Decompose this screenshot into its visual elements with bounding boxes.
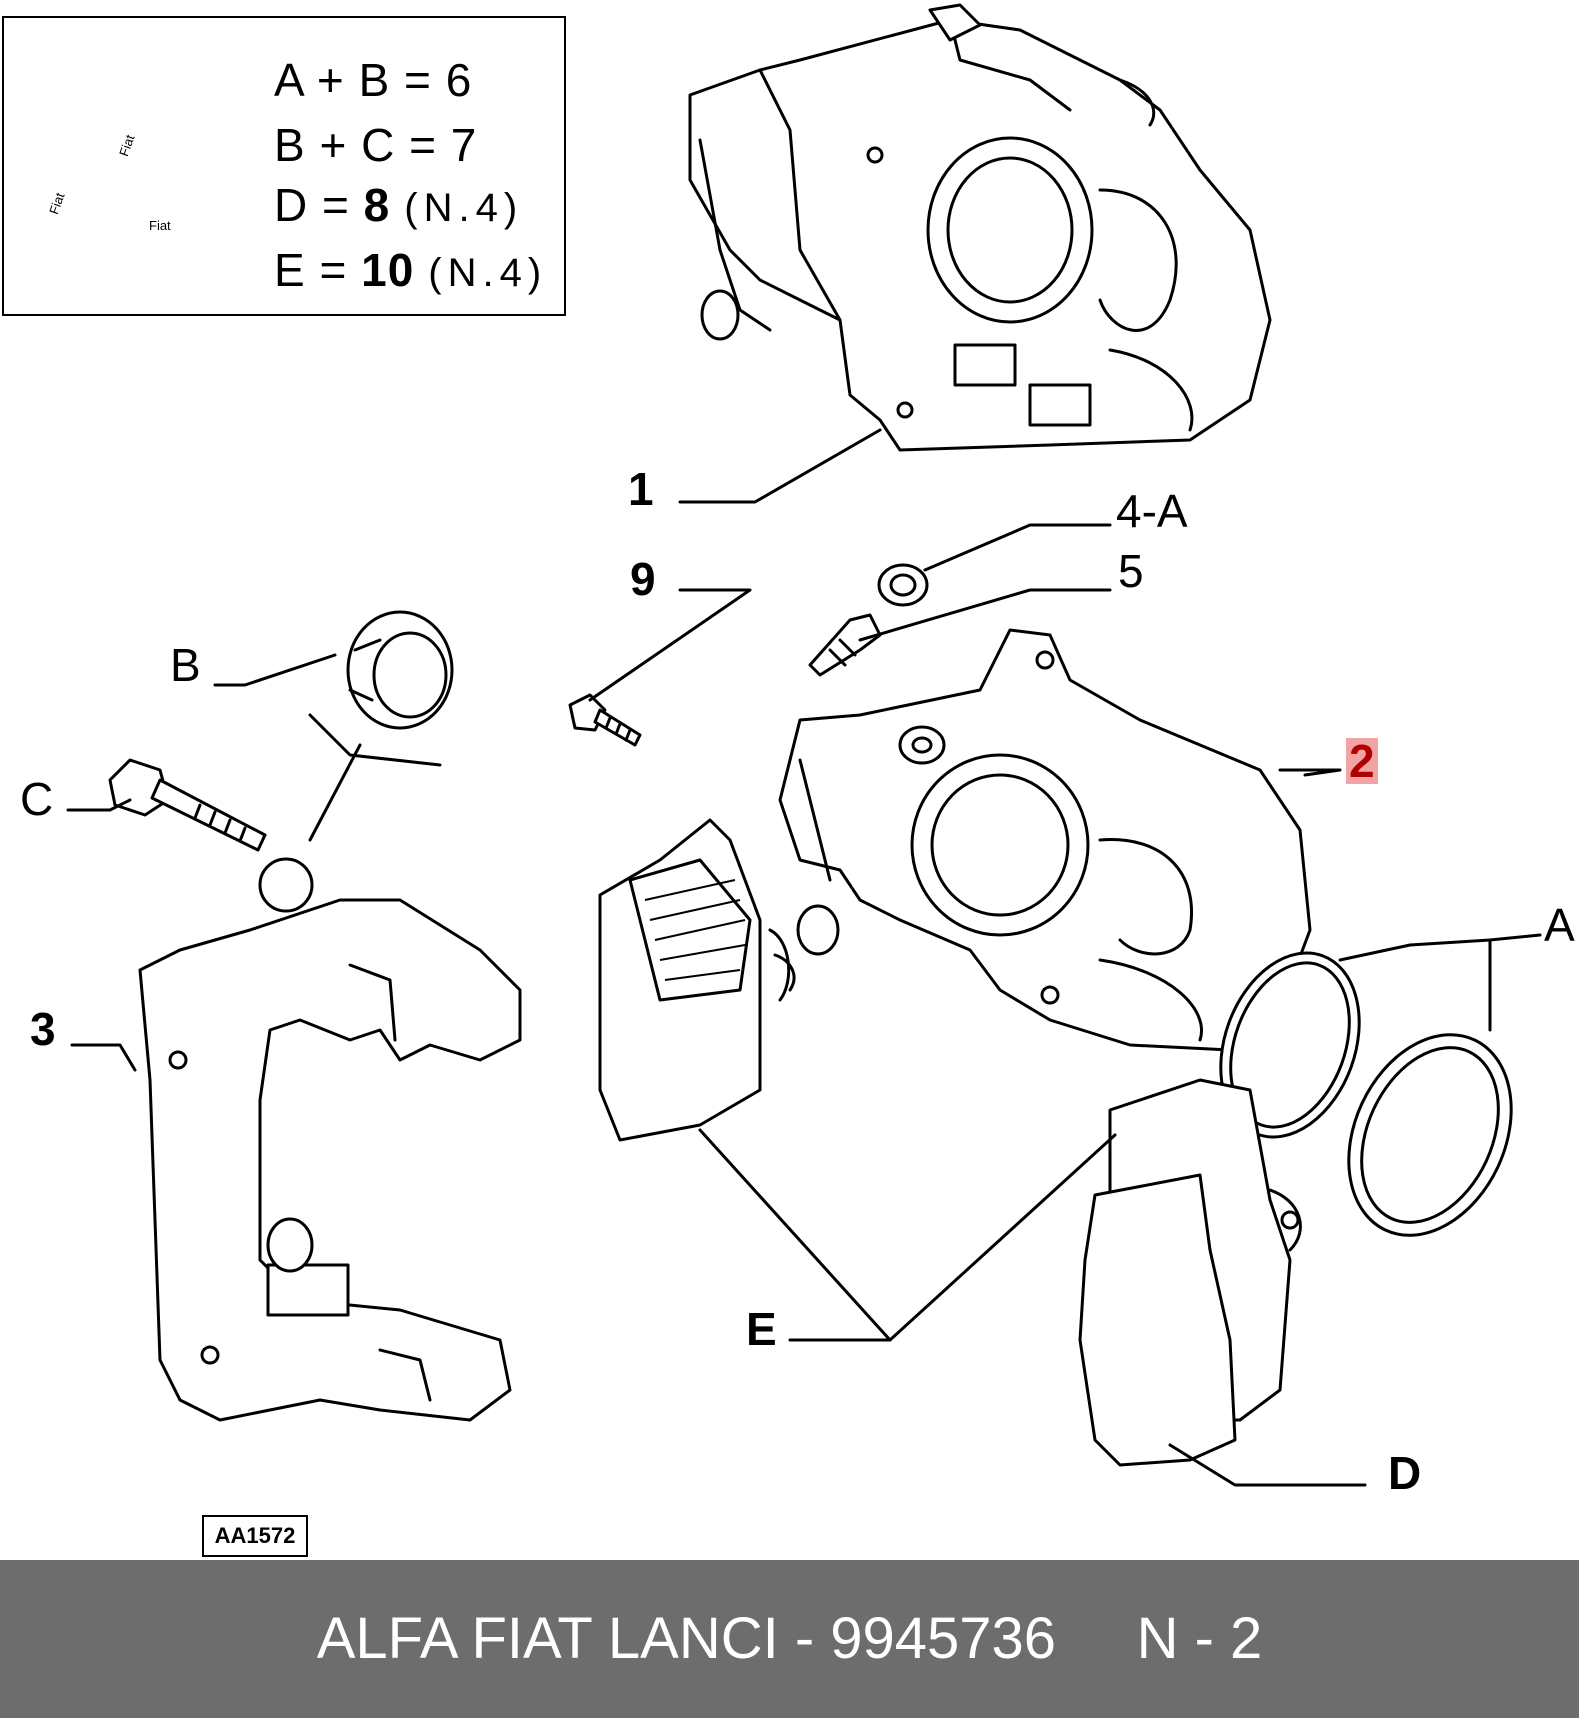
legend-row-4: E = 10(N.4)	[274, 244, 548, 296]
diagram-code: AA1572	[202, 1515, 308, 1557]
legend-row-2: B + C = 7	[274, 119, 478, 171]
callout-5: 5	[1118, 545, 1144, 597]
callout-a: A	[1544, 899, 1575, 951]
legend-brand-mark-2: Fiat	[116, 132, 138, 159]
part-5-bleed-screw	[808, 613, 882, 677]
footer-text: ALFA FIAT LANCI - 9945736 N - 2	[316, 1606, 1263, 1671]
legend-box: A + B = 6 B + C = 7 D = 8(N.4) E = 10(N.…	[2, 16, 566, 316]
exploded-diagram: A + B = 6 B + C = 7 D = 8(N.4) E = 10(N.…	[2, 3, 1575, 1557]
part-c-guide-pin	[108, 758, 267, 852]
callout-2: 2	[1346, 738, 1378, 784]
callout-1: 1	[628, 463, 654, 515]
callout-4a: 4-A	[1116, 485, 1188, 537]
legend-brand-mark-1: Fiat	[46, 190, 68, 217]
callout-b: B	[170, 639, 201, 691]
part-3-carrier	[138, 857, 522, 1422]
part-1-caliper-assembly	[688, 3, 1272, 452]
callout-9: 9	[630, 553, 656, 605]
footer-bar: ALFA FIAT LANCI - 9945736 N - 2	[0, 1560, 1579, 1718]
part-9-bolt	[568, 693, 642, 747]
callout-c: C	[20, 773, 54, 825]
callout-e: E	[746, 1303, 777, 1355]
callout-3: 3	[30, 1003, 56, 1055]
legend-row-3: D = 8(N.4)	[274, 179, 524, 231]
part-4a-bush	[877, 563, 929, 607]
part-d-pad	[1078, 1173, 1237, 1467]
legend-brand-mark-3: Fiat	[149, 218, 171, 233]
callout-d: D	[1388, 1447, 1422, 1499]
part-2-caliper-body	[778, 628, 1312, 1052]
legend-row-1: A + B = 6	[274, 54, 473, 106]
part-a-seals	[1219, 951, 1513, 1237]
part-b-bush	[346, 610, 454, 730]
part-e-pad-left	[598, 818, 796, 1142]
